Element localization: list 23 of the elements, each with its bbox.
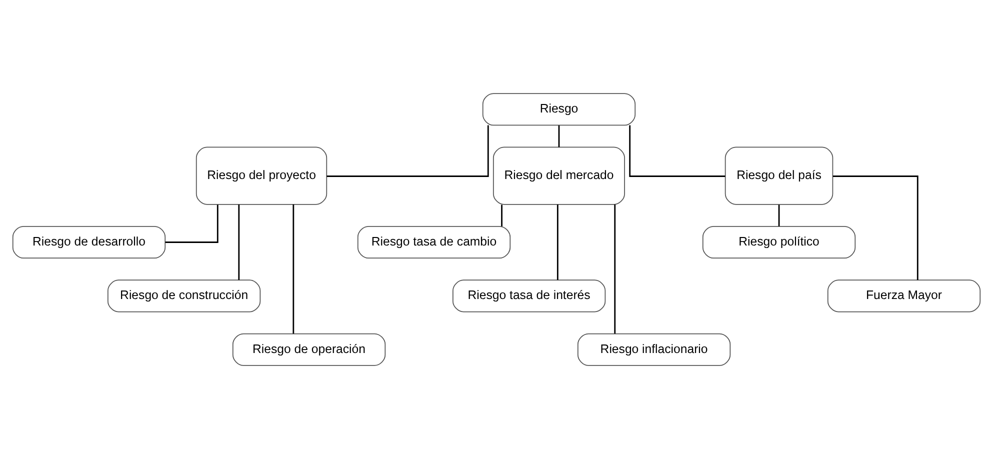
node-box: Riesgo del país xyxy=(724,146,833,205)
connector xyxy=(238,204,240,280)
node-box: Riesgo xyxy=(482,93,636,126)
connector xyxy=(326,125,488,177)
connector xyxy=(628,125,725,177)
node-box: Riesgo inflacionario xyxy=(576,333,730,366)
connector xyxy=(558,125,560,148)
node-box: Riesgo del mercado xyxy=(492,146,624,205)
connector xyxy=(556,204,558,280)
node-box: Riesgo de operación xyxy=(232,333,386,366)
node-box: Riesgo tasa de interés xyxy=(452,280,606,312)
connector xyxy=(500,204,502,226)
connector xyxy=(778,204,780,226)
node-box: Fuerza Mayor xyxy=(826,280,980,312)
connector xyxy=(832,176,918,280)
node-box: Riesgo de construcción xyxy=(106,280,260,312)
node-box: Riesgo político xyxy=(702,226,856,259)
connector xyxy=(292,204,294,334)
node-box: Riesgo tasa de cambio xyxy=(356,226,510,259)
node-box: Riesgo del proyecto xyxy=(195,146,327,205)
connector xyxy=(164,204,218,243)
node-box: Riesgo de desarrollo xyxy=(12,226,166,259)
connector xyxy=(614,204,616,334)
